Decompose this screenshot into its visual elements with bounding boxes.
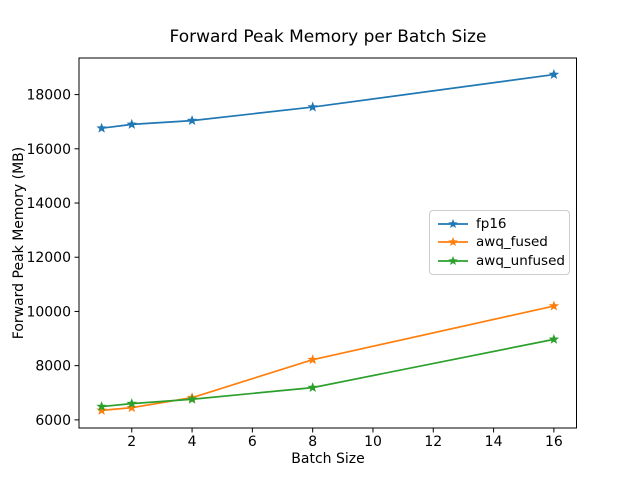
data-point-awq_unfused-batch1: [96, 401, 107, 412]
legend-label-awq_fused: awq_fused: [476, 234, 548, 251]
data-point-fp16-batch8: [307, 101, 318, 112]
data-point-awq_unfused-batch16: [548, 333, 560, 344]
x-tick-label: 12: [424, 434, 442, 450]
legend-marker-icon: [438, 237, 468, 247]
x-axis-label: Batch Size: [291, 451, 365, 467]
x-tick-label: 6: [248, 434, 257, 450]
series-line-awq_unfused: [100, 338, 555, 408]
x-tick-label: 14: [485, 434, 503, 450]
data-point-fp16-batch4: [186, 115, 198, 126]
x-tick-label: 4: [188, 434, 197, 450]
x-tick-label: 8: [308, 434, 317, 450]
x-tick-label: 16: [545, 434, 563, 450]
y-tick-label: 12000: [26, 250, 71, 266]
data-point-awq_fused-batch16: [548, 300, 560, 311]
legend-item-fp16: fp16: [437, 215, 569, 233]
data-point-fp16-batch2: [126, 118, 137, 129]
chart-title: Forward Peak Memory per Batch Size: [169, 27, 487, 47]
legend-label-awq_unfused: awq_unfused: [476, 252, 565, 269]
y-tick-label: 14000: [26, 196, 71, 212]
data-point-awq_unfused-batch2: [126, 398, 137, 409]
legend-item-awq_fused: awq_fused: [437, 233, 569, 251]
legend-marker-icon: [438, 219, 468, 229]
y-tick-label: 16000: [26, 142, 71, 158]
data-point-awq_unfused-batch8: [307, 382, 318, 393]
data-point-awq_fused-batch8: [307, 354, 318, 365]
y-tick-label: 8000: [35, 359, 71, 375]
y-tick-label: 18000: [26, 88, 71, 104]
y-tick-label: 10000: [26, 304, 71, 320]
data-point-awq_fused-batch1: [96, 404, 107, 415]
legend-item-awq_unfused: awq_unfused: [437, 252, 569, 270]
x-tick-label: 10: [364, 434, 382, 450]
data-point-fp16-batch16: [548, 69, 560, 79]
data-point-fp16-batch1: [96, 122, 107, 133]
series-line-fp16: [100, 73, 555, 130]
legend-label-fp16: fp16: [476, 216, 507, 233]
y-tick-label: 6000: [35, 413, 71, 429]
series-line-awq_fused: [100, 305, 555, 412]
legend-marker-icon: [438, 255, 468, 265]
data-point-awq_unfused-batch4: [186, 393, 198, 404]
plot-spines: [78, 57, 577, 429]
data-point-awq_fused-batch2: [126, 402, 137, 413]
x-tick-label: 2: [127, 434, 136, 450]
